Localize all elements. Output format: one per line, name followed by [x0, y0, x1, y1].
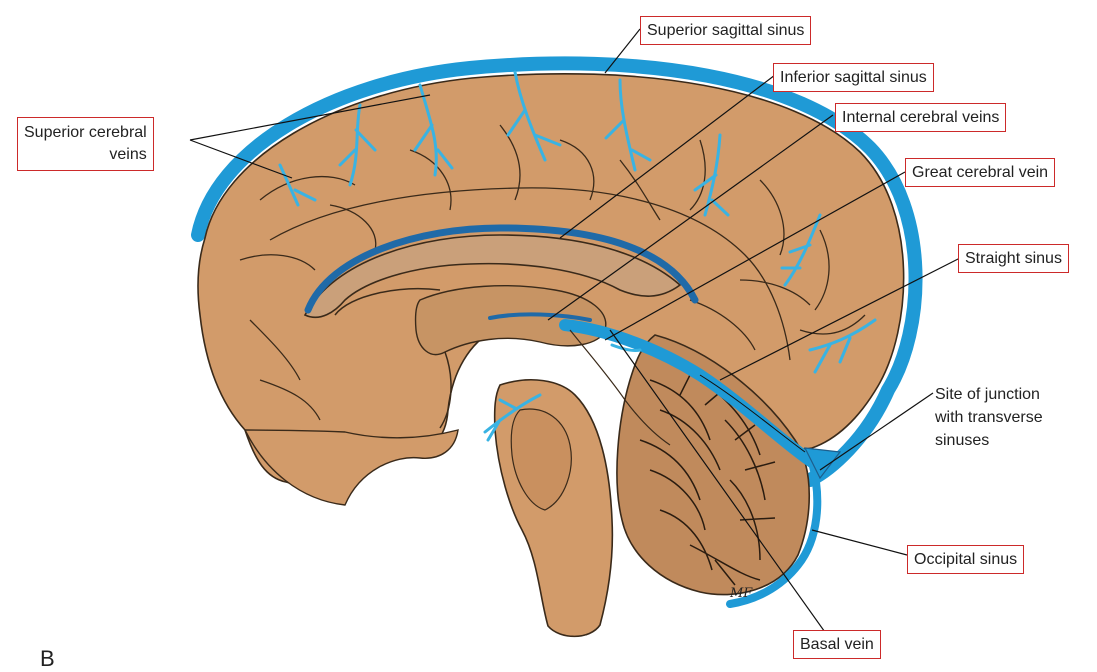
label-straight-sinus: Straight sinus — [958, 244, 1069, 273]
thalamus — [415, 286, 605, 355]
label-site-of-junction-line2: with transverse — [935, 406, 1043, 429]
label-superior-cerebral-veins-line1: Superior cerebral — [24, 122, 147, 144]
label-site-of-junction: Site of junction with transverse sinuses — [935, 383, 1043, 452]
temporal-lobe — [245, 430, 458, 505]
label-superior-cerebral-veins: Superior cerebral veins — [17, 117, 154, 171]
label-site-of-junction-line1: Site of junction — [935, 383, 1043, 406]
label-inferior-sagittal-sinus: Inferior sagittal sinus — [773, 63, 934, 92]
label-occipital-sinus: Occipital sinus — [907, 545, 1024, 574]
panel-letter: B — [40, 646, 55, 672]
label-site-of-junction-line3: sinuses — [935, 429, 1043, 452]
label-internal-cerebral-veins: Internal cerebral veins — [835, 103, 1006, 132]
label-basal-vein: Basal vein — [793, 630, 881, 659]
artist-signature: MF — [730, 586, 752, 601]
label-great-cerebral-vein: Great cerebral vein — [905, 158, 1055, 187]
label-superior-cerebral-veins-line2: veins — [24, 144, 147, 166]
label-superior-sagittal-sinus: Superior sagittal sinus — [640, 16, 811, 45]
